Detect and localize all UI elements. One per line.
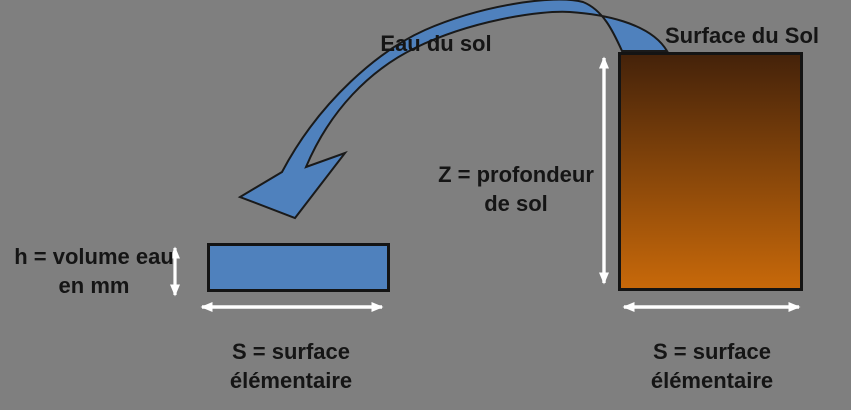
label-surface-du-sol: Surface du Sol (664, 23, 820, 48)
soil-block (618, 52, 803, 291)
water-flow-arrow (237, 0, 669, 220)
label-z-profondeur: Z = profondeur de sol (438, 160, 594, 218)
label-z-profondeur-line2: de sol (484, 191, 548, 216)
water-block (207, 243, 390, 292)
label-z-profondeur-line1: Z = profondeur (438, 162, 594, 187)
label-h-volume-eau-line2: en mm (58, 273, 130, 298)
label-s-surface-left-line1: S = surface (231, 339, 351, 364)
label-s-surface-left-line2: élémentaire (229, 368, 353, 393)
label-s-surface-right-line2: élémentaire (650, 368, 774, 393)
label-s-surface-right: S = surface élémentaire (651, 337, 773, 395)
label-h-volume-eau-line1: h = volume eau (14, 244, 174, 269)
label-h-volume-eau: h = volume eau en mm (14, 242, 174, 300)
label-eau-du-sol: Eau du sol (380, 31, 492, 56)
label-s-surface-left: S = surface élémentaire (230, 337, 352, 395)
label-s-surface-right-line1: S = surface (652, 339, 772, 364)
